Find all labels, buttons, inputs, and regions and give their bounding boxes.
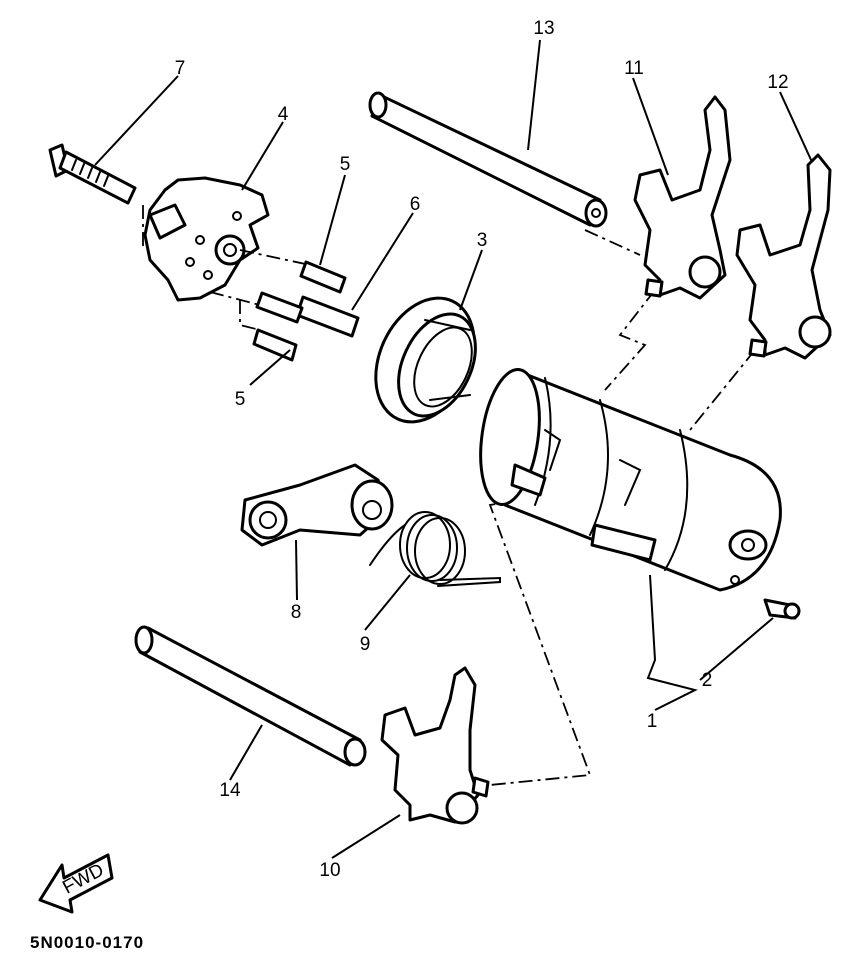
- alignment-lines: [142, 205, 756, 786]
- lever-8: [240, 463, 394, 547]
- pin-2: [763, 598, 801, 620]
- callout-7: 7: [175, 58, 186, 79]
- callout-1: 1: [647, 711, 658, 732]
- callout-9: 9: [360, 634, 371, 655]
- callout-8: 8: [291, 602, 302, 623]
- pin-6: [295, 295, 360, 338]
- bolt-7: [48, 143, 137, 205]
- callout-13: 13: [533, 18, 554, 39]
- pin-short: [255, 291, 304, 324]
- leader-lines: [94, 39, 813, 859]
- shift-drum-1: [479, 368, 782, 592]
- bearing-3: [374, 296, 477, 424]
- callout-10: 10: [319, 860, 340, 881]
- shift-fork-11: [633, 95, 732, 300]
- callout-14: 14: [219, 780, 241, 801]
- callout-12: 12: [767, 72, 788, 93]
- guide-bar-14: [134, 625, 367, 767]
- pin-5-lower: [252, 328, 298, 362]
- callout-6: 6: [410, 194, 421, 215]
- segment-4: [143, 176, 270, 302]
- callout-11: 11: [624, 58, 644, 79]
- diagram-code: 5N0010-0170: [30, 933, 144, 952]
- shift-fork-12: [735, 153, 832, 360]
- fwd-arrow-icon: FWD: [38, 853, 114, 914]
- guide-bar-13: [368, 91, 608, 228]
- pin-5-upper: [299, 260, 347, 294]
- shift-fork-10: [380, 666, 490, 825]
- callout-5-upper: 5: [340, 154, 351, 175]
- callout-4: 4: [278, 104, 289, 125]
- callout-2: 2: [702, 670, 713, 691]
- spring-9: [369, 511, 501, 587]
- callout-5-lower: 5: [235, 389, 246, 410]
- callout-3: 3: [477, 230, 488, 251]
